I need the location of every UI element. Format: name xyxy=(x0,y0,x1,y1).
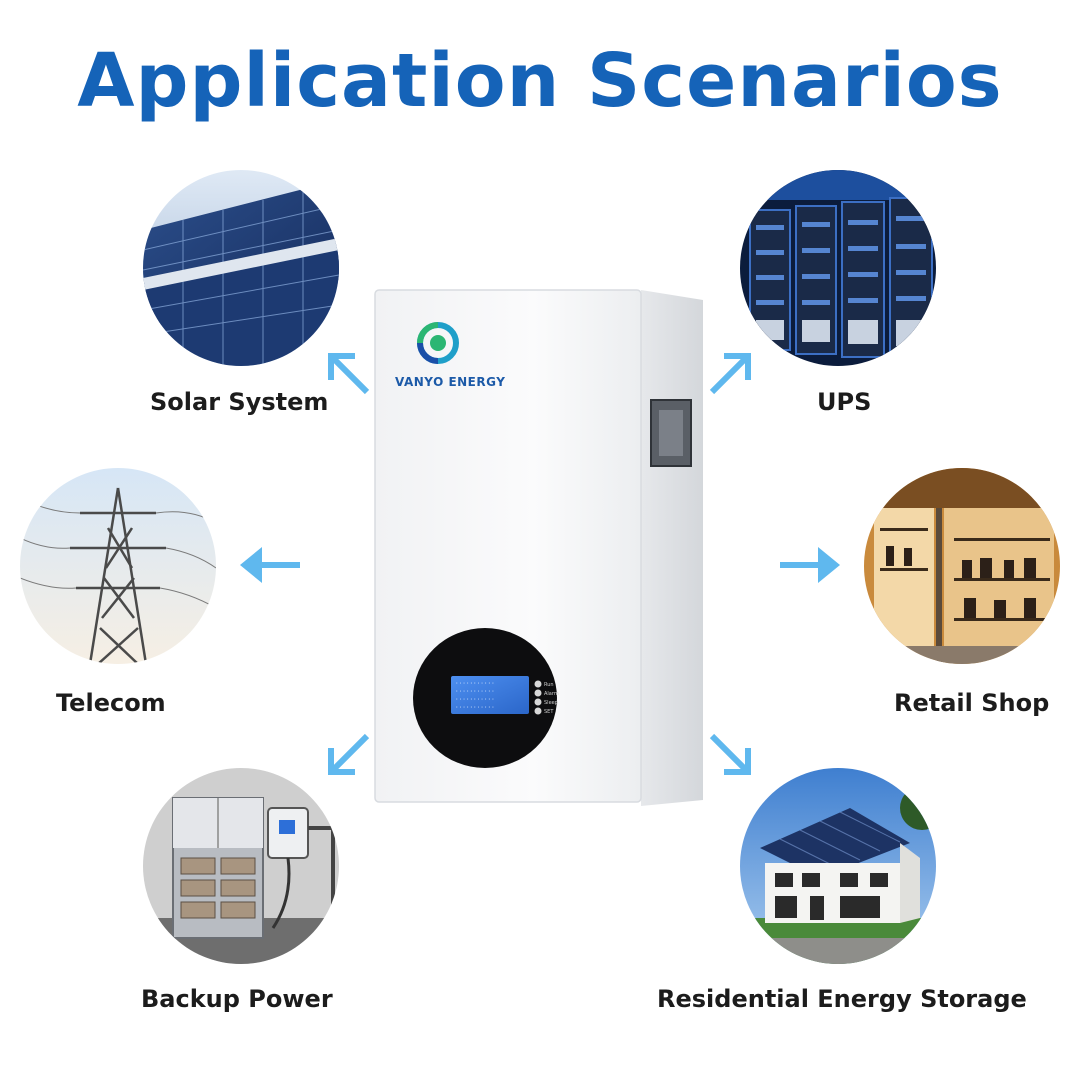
scenario-label-solar: Solar System xyxy=(150,388,329,416)
scenario-label-ups: UPS xyxy=(817,388,872,416)
page-title: Application Scenarios xyxy=(77,38,1003,124)
arrow-left-icon xyxy=(240,547,300,583)
lcd-line: ··········· xyxy=(455,688,495,695)
battery-cabinet-icon xyxy=(143,768,339,964)
house-icon xyxy=(740,768,936,964)
power-tower-icon xyxy=(20,468,216,664)
brand-logo-icon xyxy=(417,322,459,364)
lcd-line: ··········· xyxy=(455,680,495,687)
arrow-up-right-icon xyxy=(709,353,751,395)
ups-image xyxy=(740,170,936,366)
telecom-image xyxy=(20,468,216,664)
solar-system-image xyxy=(143,170,339,366)
arrow-down-left-icon xyxy=(328,733,370,775)
lcd-text: ··········· ··········· ··········· ····… xyxy=(455,680,527,712)
server-rack-icon xyxy=(740,170,936,366)
scenario-label-backup: Backup Power xyxy=(141,985,333,1013)
lcd-line: ··········· xyxy=(455,696,495,703)
backup-power-image xyxy=(143,768,339,964)
scenario-label-telecom: Telecom xyxy=(56,689,166,717)
button-label-sleep: Sleep xyxy=(544,700,558,706)
arrow-up-left-icon xyxy=(328,353,370,395)
lcd-screen xyxy=(451,676,529,714)
retail-shop-image xyxy=(864,468,1060,664)
scenario-label-retail: Retail Shop xyxy=(894,689,1050,717)
residential-image xyxy=(740,768,936,964)
storefront-icon xyxy=(864,468,1060,664)
battery-side-panel xyxy=(641,290,703,806)
solar-panel-icon xyxy=(143,170,339,366)
brand-name: VANYO ENERGY xyxy=(395,375,506,389)
arrow-right-icon xyxy=(780,547,840,583)
button-labels: Run Alarm Sleep SET xyxy=(544,681,559,717)
button-label-alarm: Alarm xyxy=(544,691,559,697)
scenario-label-residential: Residential Energy Storage xyxy=(657,985,1027,1013)
lcd-line: ··········· xyxy=(455,704,495,711)
battery-product: VANYO ENERGY ··········· ··········· ···… xyxy=(373,288,705,806)
button-label-run: Run xyxy=(544,682,554,688)
control-buttons xyxy=(534,680,542,715)
arrow-down-right-icon xyxy=(709,733,751,775)
button-label-set: SET xyxy=(544,709,554,715)
